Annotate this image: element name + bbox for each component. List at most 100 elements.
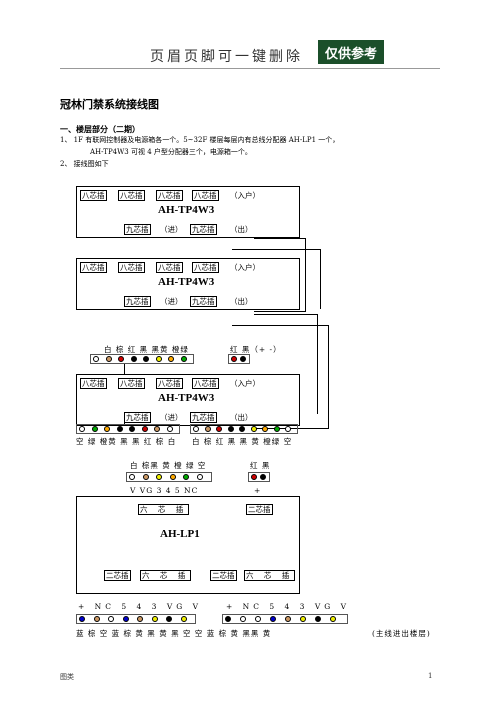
nine-right-dot [250,426,257,432]
tp-in-label: （入户） [230,379,260,388]
mid-colors: 白 棕黑 黄 橙 绿 空 [130,461,207,470]
power-dot [240,356,246,362]
tp-top-cell: 八芯插 [118,262,145,273]
tp-bottom-cell-in: 九芯插 [124,296,151,307]
nine-left-dot [141,426,148,432]
lp-top-2pin: 二芯插 [246,504,273,515]
tp-top-cell: 八芯插 [80,262,107,273]
tp-bottom-in: （进） [160,297,183,306]
power-dot [231,356,237,362]
mid-dot [169,474,176,480]
route-line [328,325,329,429]
nine-left-dot [104,426,110,432]
paragraph-2: 2、 接线图如下 [60,160,109,168]
lp-bottom-cell: 二芯插 [104,570,131,581]
lp-bottom-cell: 二芯插 [210,570,237,581]
tp4w3-box-3 [76,374,300,426]
route-line [317,314,318,414]
tp-top-cell: 八芯插 [192,262,219,273]
bottom-left-dot [166,616,172,622]
psu-power: 红 黑（+ -） [230,345,282,354]
nine-right-dot [273,426,280,432]
bottom-left-dot [122,616,129,622]
tp-bottom-cell-out: 九芯插 [190,224,217,235]
tp-bottom-out: （出） [230,297,253,306]
bottom-left-dot [151,616,158,622]
nine-left-dot [154,426,160,432]
route-line [232,249,320,250]
lp-model: AH-LP1 [160,528,200,540]
mid-plus: + [254,486,262,495]
bottom-right-dot [225,616,231,622]
footer-left: 图类 [60,673,74,681]
lp-bottom-cell: 六 芯 插 [244,570,296,581]
wire-dot [130,356,137,362]
nine-link [124,414,125,424]
tp4w3-box-2 [76,258,300,310]
bottom-left-dot [108,616,114,622]
bottom-colors: 蓝 棕 空 蓝 棕 黄 黑 黄 黑 空 空 蓝 棕 黄 黑黑 黄 [76,629,272,638]
tp-bottom-in: （进） [160,413,183,422]
nine-left-label: 空 绿 橙黄 黑 黑 红 棕 白 [76,437,177,446]
paragraph-1a: 1、 1F 有联网控制器及电源箱各一个。5~32F 楼层每层内有总线分配器 AH… [60,136,340,144]
tp-bottom-cell-out: 九芯插 [190,412,217,423]
reference-badge: 仅供参考 [318,40,384,64]
tp-bottom-cell-out: 九芯插 [190,296,217,307]
tp-in-label: （入户） [230,191,260,200]
bottom-left-signals: + NC 5 4 3 VG V [78,602,203,611]
wire-dot [168,356,174,362]
route-line [254,314,318,315]
route-line [232,325,328,326]
bottom-left-dot [79,616,85,622]
bottom-left-strip [76,614,196,624]
tp-top-cell: 八芯插 [80,190,107,201]
route-line [254,238,306,239]
tp-top-cell: 八芯插 [156,262,183,273]
wire-dot [155,356,162,362]
lp-top-6pin: 六 芯 插 [138,504,190,515]
nine-right-dot [285,426,291,432]
tp-in-label: （入户） [230,263,260,272]
tp-top-cell: 八芯插 [118,190,145,201]
tp4w3-box-1 [76,186,300,238]
nine-right-dot [216,426,222,432]
nine-right-label: 白 棕 红 黑 黑 黄 橙绿 空 [192,437,293,446]
lp-bottom-cell: 六 芯 插 [140,570,192,581]
nine-left-dot [129,426,135,432]
bottom-right-signals: + NC 5 4 3 VG V [226,602,351,611]
wire-dot [180,356,187,362]
tp-bottom-out: （出） [230,225,253,234]
mid-power: 红 黑 [250,461,271,470]
psu-link [124,364,125,374]
route-line [305,238,306,312]
page-header: 页眉页脚可一键删除 [150,49,303,65]
psu-colors: 白 棕 红 黑 黑黄 橙绿 [104,345,189,354]
page-number: 1 [428,672,433,680]
power-dot-strip [228,354,250,364]
bottom-right-dot [315,616,321,622]
tp-top-cell: 八芯插 [192,190,219,201]
nine-left-dot [166,426,173,432]
paragraph-1b: AH-TP4W3 可视 4 户型分配器三个，电源箱一个。 [90,148,252,156]
route-line [254,311,306,312]
bottom-right-dot [330,616,336,622]
tp-top-cell: 八芯插 [118,378,145,389]
wire-dot [93,356,99,362]
nine-right-dot [193,426,199,432]
mid-dot [196,474,203,480]
nine-right-strip [190,424,298,434]
doc-title: 冠林门禁系统接线图 [60,98,159,111]
bottom-left-dot [180,616,187,622]
bottom-right-strip [222,614,348,624]
wire-dot [118,356,124,362]
psu-dot-strip [90,354,194,364]
nine-left-dot [79,426,85,432]
bottom-right-dot [270,616,276,622]
mid-strip [126,472,212,482]
nine-right-dot [227,426,234,432]
bottom-note: (主线进出楼层) [372,629,431,638]
wire-dot [143,356,149,362]
nine-left-strip [76,424,180,434]
bottom-right-dot [255,616,261,622]
nine-right-dot [239,426,245,432]
